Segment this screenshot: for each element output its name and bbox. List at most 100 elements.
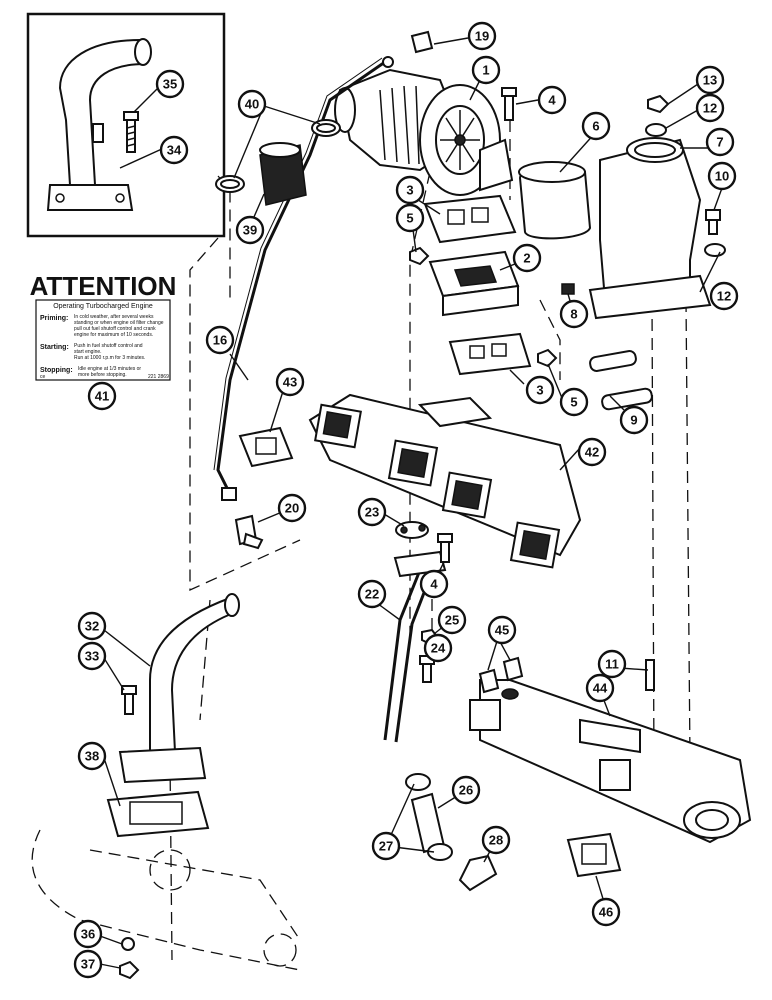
callout: 1 bbox=[471, 55, 501, 85]
turbo-gasket-upper bbox=[423, 194, 517, 244]
callout-label: 19 bbox=[475, 29, 489, 44]
inset-box bbox=[26, 12, 226, 238]
callout-label: 2 bbox=[523, 251, 530, 266]
callout: 41 bbox=[87, 381, 117, 411]
hose-and-clamps bbox=[215, 119, 341, 206]
callout-label: 26 bbox=[459, 783, 473, 798]
callout: 28 bbox=[481, 825, 511, 855]
callout-label: 36 bbox=[81, 927, 95, 942]
air-intake-elbow bbox=[588, 137, 712, 320]
callout: 9 bbox=[619, 405, 649, 435]
callout-label: 13 bbox=[703, 73, 717, 88]
callout: 3 bbox=[395, 175, 425, 205]
callout-label: 12 bbox=[703, 101, 717, 116]
attention-decal: ATTENTION Operating Turbocharged Engine … bbox=[30, 271, 176, 381]
callout-label: 1 bbox=[482, 63, 489, 78]
callout-label: 28 bbox=[489, 833, 503, 848]
callout: 5 bbox=[559, 387, 589, 417]
inset-bolt bbox=[123, 111, 139, 153]
callout: 3 bbox=[525, 375, 555, 405]
priming-line-4: engine for maximum of 10 seconds. bbox=[74, 332, 153, 338]
callout-label: 42 bbox=[585, 445, 599, 460]
callout: 24 bbox=[423, 633, 453, 663]
callout-label: 9 bbox=[630, 413, 637, 428]
starting-line-2: start engine. bbox=[74, 349, 102, 355]
oil-drain-gasket bbox=[238, 426, 294, 468]
callout-label: 8 bbox=[570, 307, 577, 322]
stopping-line-1: Idle engine at 1/3 minutes or bbox=[78, 366, 141, 372]
callout: 46 bbox=[591, 897, 621, 927]
callout: 6 bbox=[581, 111, 611, 141]
callout-label: 20 bbox=[285, 501, 299, 516]
callout-label: 5 bbox=[570, 395, 577, 410]
callout-label: 25 bbox=[445, 613, 459, 628]
starting-line-3: Run at 1000 r.p.m for 3 minutes. bbox=[74, 355, 145, 361]
callout: 22 bbox=[357, 579, 387, 609]
callout: 37 bbox=[73, 949, 103, 979]
stopping-label: Stopping: bbox=[40, 367, 73, 374]
callout-label: 41 bbox=[95, 389, 109, 404]
callout: 42 bbox=[577, 437, 607, 467]
callout-label: 27 bbox=[379, 839, 393, 854]
callout: 7 bbox=[705, 127, 735, 157]
callout: 2 bbox=[512, 243, 542, 273]
callout-label: 37 bbox=[81, 957, 95, 972]
callout: 34 bbox=[159, 135, 189, 165]
priming-line-1: In cold weather, after several weeks bbox=[74, 314, 154, 320]
callout-label: 4 bbox=[430, 577, 438, 592]
callout: 26 bbox=[451, 775, 481, 805]
callout-label: 44 bbox=[593, 681, 608, 696]
priming-line-2: standing or when engine oil filter chang… bbox=[74, 320, 164, 326]
callout: 43 bbox=[275, 367, 305, 397]
callout: 23 bbox=[357, 497, 387, 527]
attention-subtitle: Operating Turbocharged Engine bbox=[53, 303, 153, 310]
callout: 27 bbox=[371, 831, 401, 861]
stopping-line-2: more before stopping. bbox=[78, 372, 127, 378]
callout: 33 bbox=[77, 641, 107, 671]
callout: 12 bbox=[695, 93, 725, 123]
callout-label: 4 bbox=[548, 93, 556, 108]
callout: 25 bbox=[437, 605, 467, 635]
callout-label: 32 bbox=[85, 619, 99, 634]
engine-housing-outline bbox=[31, 829, 301, 971]
callout-label: 38 bbox=[85, 749, 99, 764]
callout: 4 bbox=[537, 85, 567, 115]
starting-line-1: Push in fuel shutoff control and bbox=[74, 343, 143, 349]
callout-label: 23 bbox=[365, 505, 379, 520]
elbow-pipe bbox=[118, 593, 240, 784]
callout: 45 bbox=[487, 615, 517, 645]
turbo-gasket-lower bbox=[448, 332, 532, 376]
small-fittings bbox=[119, 30, 726, 980]
callout: 19 bbox=[467, 21, 497, 51]
callout: 40 bbox=[237, 89, 267, 119]
callout: 10 bbox=[707, 161, 737, 191]
turbocharger bbox=[334, 68, 514, 196]
callout: 39 bbox=[235, 215, 265, 245]
callout: 12 bbox=[709, 281, 739, 311]
callout-label: 22 bbox=[365, 587, 379, 602]
turbo-spacer bbox=[428, 250, 520, 317]
starting-label: Starting: bbox=[40, 344, 69, 351]
callout: 11 bbox=[597, 649, 627, 679]
lock-straps bbox=[589, 350, 653, 411]
callout: 16 bbox=[205, 325, 235, 355]
callout: 36 bbox=[73, 919, 103, 949]
intake-hose bbox=[518, 161, 592, 240]
callout-label: 11 bbox=[605, 657, 619, 672]
callout-label: 35 bbox=[163, 77, 177, 92]
callout-label: 3 bbox=[406, 183, 413, 198]
callout-label: 16 bbox=[213, 333, 227, 348]
callout-label: 10 bbox=[715, 169, 729, 184]
callout-label: 33 bbox=[85, 649, 99, 664]
priming-line-3: pull out fuel shutoff control and crank bbox=[74, 326, 156, 332]
callout-label: 34 bbox=[167, 143, 182, 158]
exhaust-manifold bbox=[308, 393, 582, 569]
callout: 13 bbox=[695, 65, 725, 95]
priming-label: Priming: bbox=[40, 315, 68, 322]
callout: 8 bbox=[559, 299, 589, 329]
callout-label: 5 bbox=[406, 211, 413, 226]
callout: 44 bbox=[585, 673, 615, 703]
water-manifold bbox=[469, 679, 752, 844]
callout-label: 3 bbox=[536, 383, 543, 398]
